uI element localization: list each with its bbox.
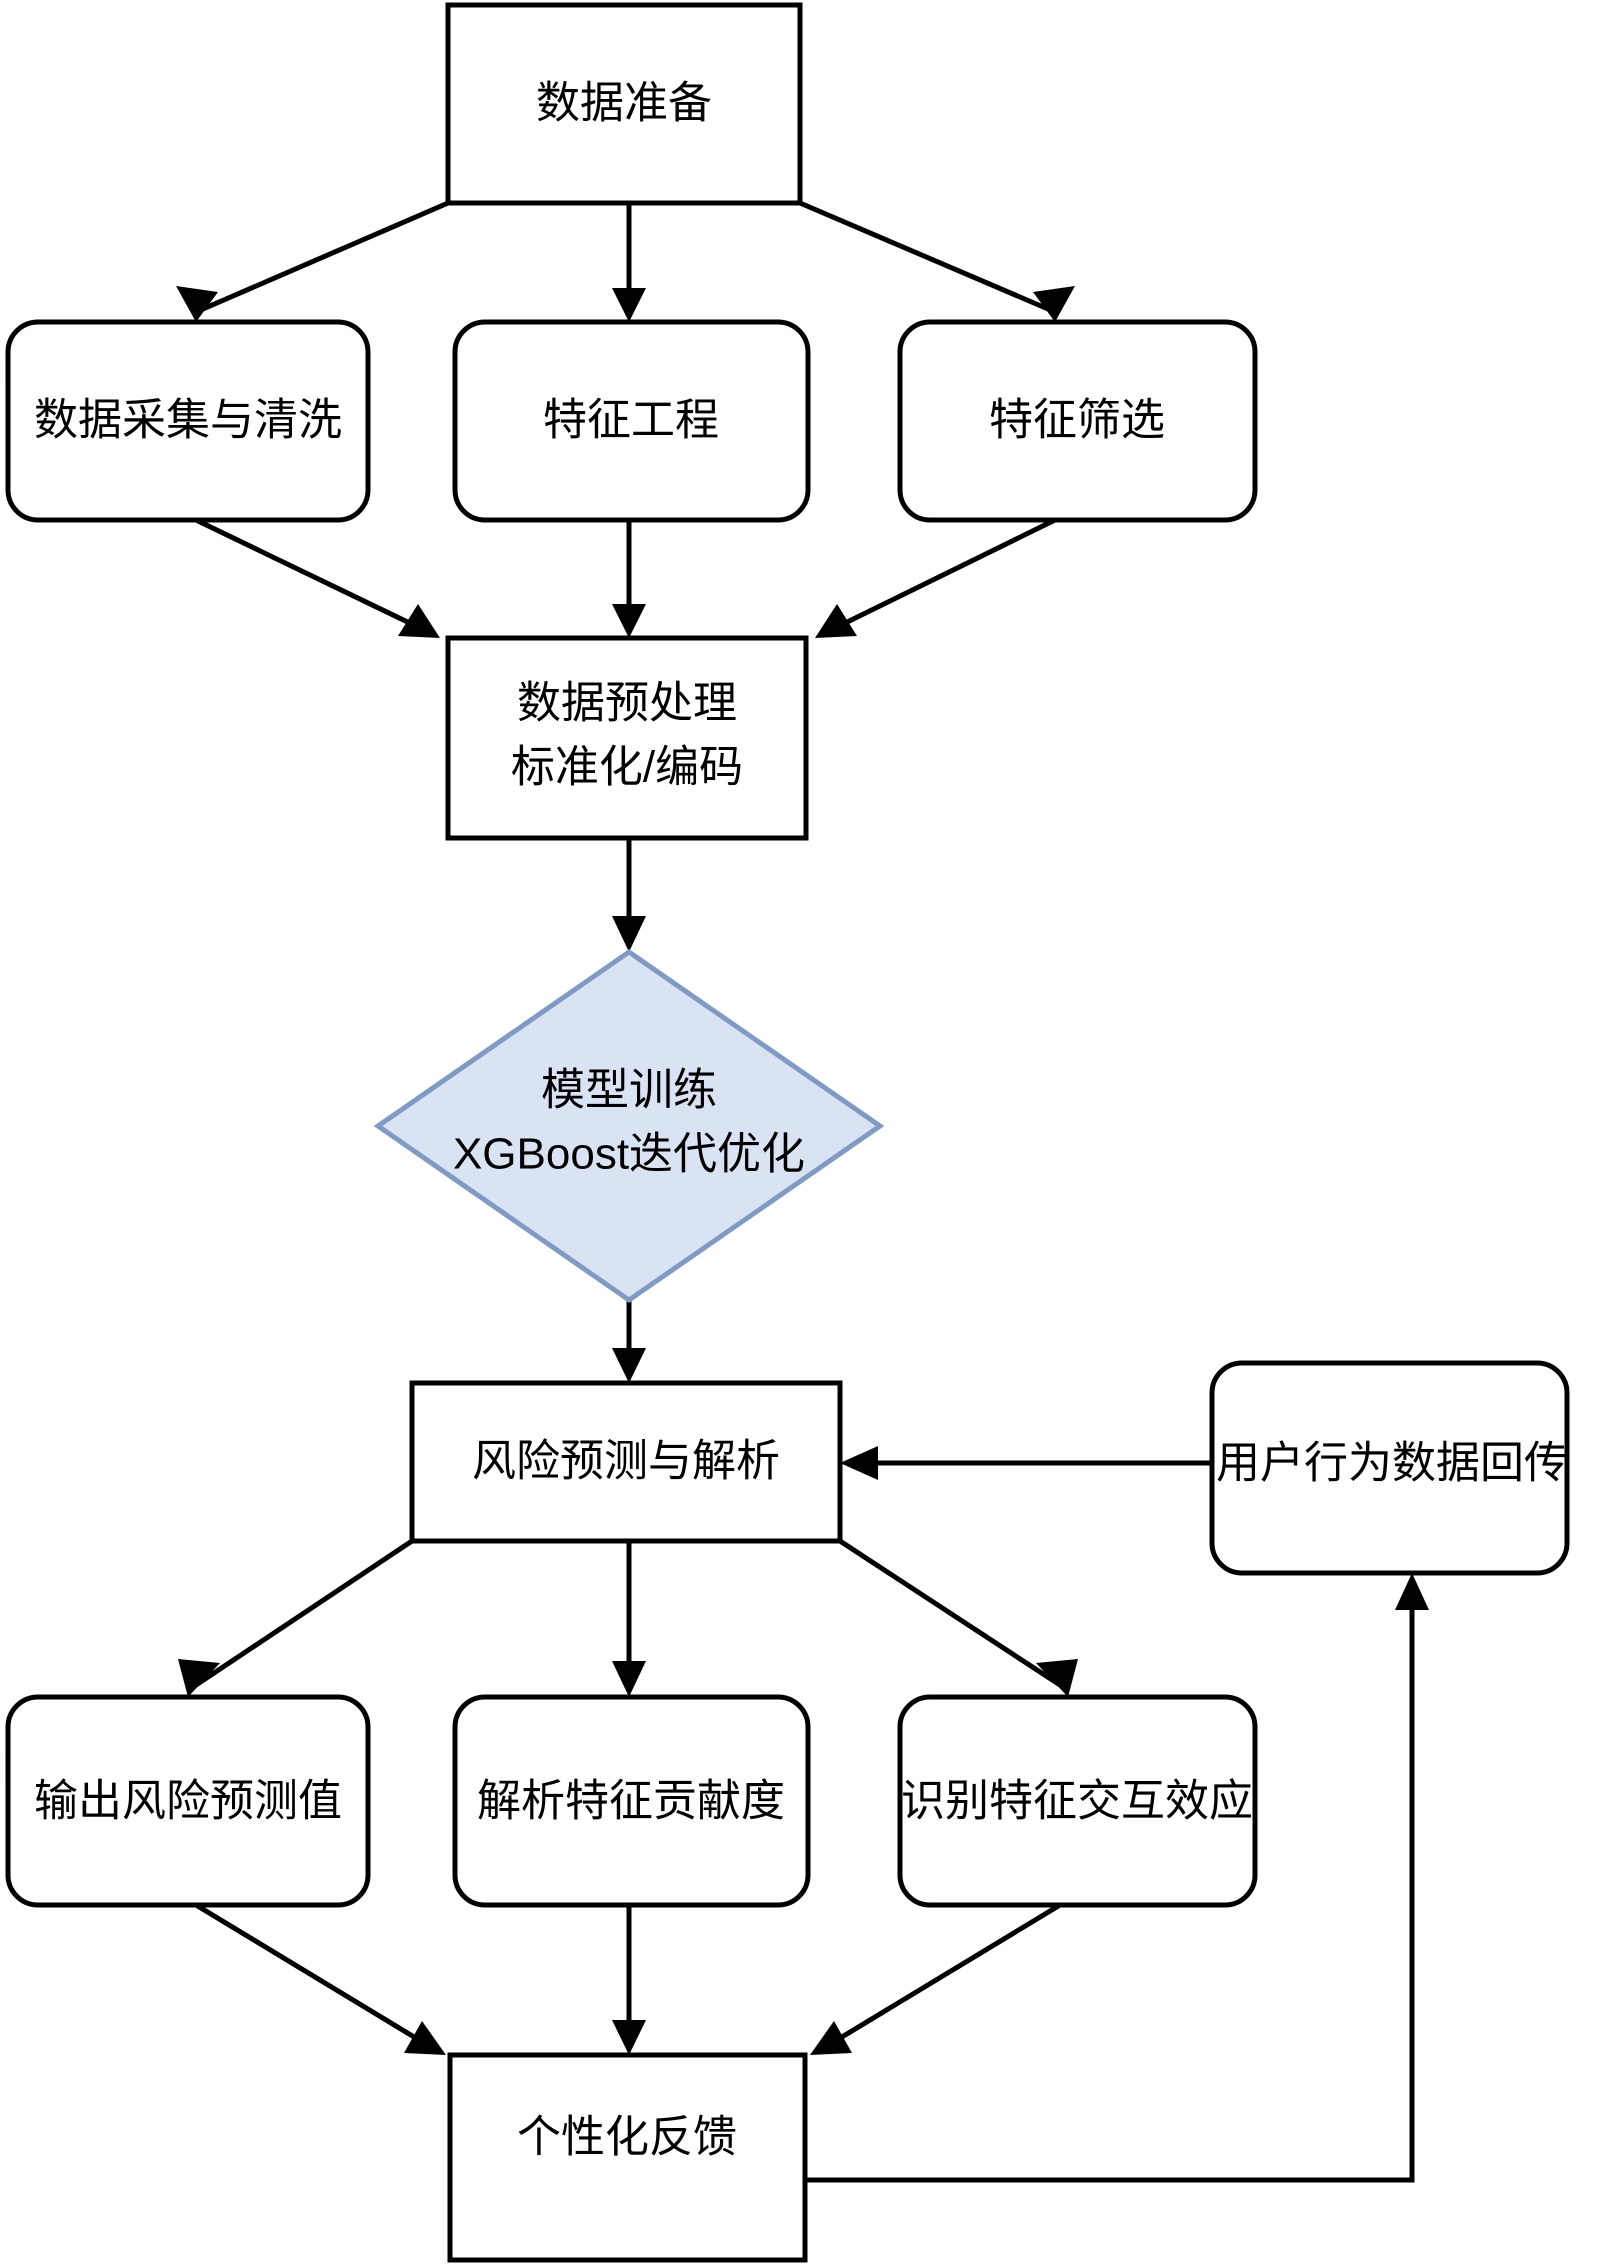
node-data-collection-cleaning-label: 数据采集与清洗: [34, 396, 342, 445]
node-feature-selection-shape[interactable]: [897, 319, 1258, 523]
edge-engineering-to-preprocess: [612, 520, 646, 638]
node-analyze-feature-contribution[interactable]: 解析特征贡献度: [452, 1694, 811, 1908]
edge-prep-to-selection: [799, 200, 1075, 322]
edge-prep-to-collection: [176, 200, 449, 322]
node-data-preparation-shape[interactable]: [445, 2, 803, 206]
node-risk-prediction[interactable]: 风险预测与解析: [409, 1380, 843, 1544]
node-feature-engineering-label: 特征工程: [543, 396, 719, 445]
node-model-training-label-line1: 模型训练: [541, 1066, 717, 1115]
edge-output-to-feedback: [194, 1902, 446, 2055]
node-data-preparation-label: 数据准备: [536, 79, 712, 128]
edge-prep-to-engineering: [612, 203, 646, 322]
node-data-preprocessing-shape[interactable]: [445, 635, 809, 841]
node-output-risk-value-shape[interactable]: [5, 1694, 371, 1908]
edge-prediction-to-contribution: [612, 1541, 646, 1697]
node-identify-feature-interaction[interactable]: 识别特征交互效应: [897, 1694, 1258, 1908]
node-user-behavior-feedback-shape[interactable]: [1209, 1360, 1570, 1576]
edge-collection-to-preprocess: [194, 517, 440, 638]
node-output-risk-value-label: 输出风险预测值: [34, 1777, 342, 1826]
node-data-preprocessing-label-line2: 标准化/编码: [511, 743, 743, 792]
node-output-risk-value[interactable]: 输出风险预测值: [5, 1694, 371, 1908]
edge-training-to-prediction: [612, 1300, 646, 1383]
edge-userdata-to-prediction: [840, 1446, 1212, 1480]
node-feature-selection-label: 特征筛选: [989, 396, 1165, 445]
node-analyze-feature-contribution-label: 解析特征贡献度: [477, 1777, 785, 1826]
node-risk-prediction-shape[interactable]: [409, 1380, 843, 1544]
node-data-collection-cleaning[interactable]: 数据采集与清洗: [5, 319, 371, 523]
node-risk-prediction-label: 风险预测与解析: [472, 1437, 780, 1486]
node-model-training[interactable]: 模型训练 XGBoost迭代优化: [373, 948, 885, 1304]
node-user-behavior-feedback-label: 用户行为数据回传: [1216, 1439, 1568, 1488]
node-data-preprocessing-label-line1: 数据预处理: [517, 679, 737, 728]
node-data-preprocessing[interactable]: 数据预处理 标准化/编码: [445, 635, 809, 841]
node-model-training-shape[interactable]: [373, 948, 885, 1304]
edge-selection-to-preprocess: [815, 517, 1057, 638]
node-model-training-label-line2: XGBoost迭代优化: [453, 1130, 805, 1179]
node-feature-engineering[interactable]: 特征工程: [452, 319, 811, 523]
edge-prediction-to-output: [178, 1538, 414, 1697]
edge-prediction-to-interaction: [838, 1538, 1078, 1697]
node-personalized-feedback-label: 个性化反馈: [517, 2113, 737, 2162]
edge-feedback-to-userdata: [805, 1573, 1429, 2183]
node-data-collection-cleaning-shape[interactable]: [5, 319, 371, 523]
node-feature-engineering-shape[interactable]: [452, 319, 811, 523]
edge-preprocess-to-training: [612, 838, 646, 952]
node-feature-selection[interactable]: 特征筛选: [897, 319, 1258, 523]
node-user-behavior-feedback[interactable]: 用户行为数据回传: [1209, 1360, 1570, 1576]
node-analyze-feature-contribution-shape[interactable]: [452, 1694, 811, 1908]
edge-interaction-to-feedback: [810, 1902, 1062, 2055]
node-data-preparation[interactable]: 数据准备: [445, 2, 803, 206]
node-identify-feature-interaction-shape[interactable]: [897, 1694, 1258, 1908]
node-personalized-feedback-shape[interactable]: [447, 2052, 808, 2263]
node-identify-feature-interaction-label: 识别特征交互效应: [901, 1777, 1253, 1826]
node-personalized-feedback[interactable]: 个性化反馈: [447, 2052, 808, 2263]
edge-contribution-to-feedback: [612, 1905, 646, 2055]
